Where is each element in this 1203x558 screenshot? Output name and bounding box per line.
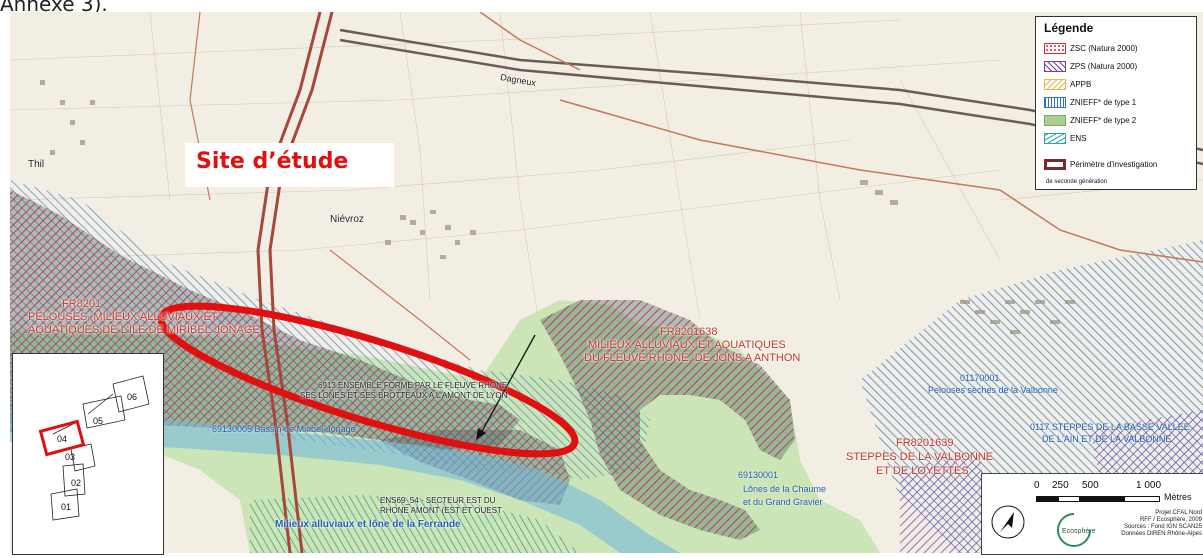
legend-swatch-zsc (1044, 42, 1066, 54)
steppes-zps (900, 450, 990, 553)
label-thil: Thil (28, 159, 45, 170)
annex-strip: Annexe 3). (0, 0, 1203, 12)
scale-tick-1000: 1 000 (1136, 480, 1162, 491)
annex-text: Annexe 3). (0, 0, 108, 12)
scale-credits-box: 0 250 500 1 000 Mètres Ecosphère Projet … (981, 473, 1203, 555)
credit-line-1: Projet CFAL Nord (1155, 510, 1202, 516)
scale-bar-seg-4 (1124, 496, 1160, 502)
legend-item-znieff1: ZNIEFF* de type 1 (1044, 95, 1136, 109)
label-fr8201639-code: FR8201639 (896, 437, 954, 449)
label-fr8201639-1: STEPPES DE LA VALBONNE (846, 451, 994, 463)
inset-label-04: 04 (57, 434, 67, 444)
inset-label-02: 02 (71, 478, 81, 488)
legend-item-appb: APPB (1044, 77, 1091, 91)
legend-swatch-zps (1044, 60, 1066, 72)
legend-label-perimetre: Périmètre d'investigation (1070, 159, 1158, 169)
label-fr8201639-2: ET DE LOYETTES (876, 465, 969, 477)
credit-line-3: Sources : Fond IGN SCAN25 (1123, 524, 1202, 530)
pointer-arrow-head (476, 428, 486, 440)
label-lones-2: et du Grand Gravier (743, 497, 823, 507)
legend-label-appb: APPB (1070, 79, 1092, 89)
scale-bar-seg-1 (1036, 496, 1058, 502)
legend-footnote: de seconde génération (1046, 179, 1108, 185)
north-arrow-icon (991, 505, 1025, 539)
ecosphere-logo-text: Ecosphère (1062, 528, 1096, 535)
label-milieux-ferrande: Milieux alluviaux et lône de la Ferrande (275, 519, 461, 530)
scale-tick-250: 250 (1052, 480, 1069, 491)
label-fr8201-name-1: PELOUSES, MILIEUX ALLUVIAUX ET (28, 311, 218, 323)
legend-item-zps: ZPS (Natura 2000) (1044, 59, 1137, 73)
legend-swatch-appb (1044, 78, 1066, 90)
label-fr8201-code: FR8201 (62, 298, 102, 310)
site-label-box (185, 143, 394, 187)
inset-label-06: 06 (127, 392, 137, 402)
scale-unit: Mètres (1164, 492, 1192, 502)
label-fr8201638-code: FR8201638 (660, 326, 718, 338)
label-fr8201-name-2: AQUATIQUES DE L'ILE DE MIRIBEL-JONAGE (28, 324, 260, 336)
label-fr8201638-name-1: MILIEUX ALLUVIAUX ET AQUATIQUES (588, 339, 786, 351)
map-credits: Projet CFAL Nord RFF / Ecosphère, 2009 S… (1121, 510, 1202, 538)
label-znieff-6913-1: 6913 ENSEMBLE FORME PAR LE FLEUVE RHONE, (318, 381, 510, 390)
label-steppes-name: DE L'AIN ET DE LA VALBONNE (1042, 434, 1172, 444)
legend-label-znieff2: ZNIEFF* de type 2 (1070, 115, 1137, 125)
zsc-east-area (540, 300, 795, 540)
inset-label-05: 05 (93, 416, 103, 426)
built-area (40, 80, 1075, 334)
legend-label-zps: ZPS (Natura 2000) (1070, 61, 1138, 71)
rhone-river (10, 410, 680, 553)
label-valbonne-code: 01170001 (960, 373, 1000, 383)
legend-label-zsc: ZSC (Natura 2000) (1070, 43, 1138, 53)
map-legend: Légende ZSC (Natura 2000) ZPS (Natura 20… (1035, 16, 1197, 190)
scale-bar-seg-3 (1080, 496, 1124, 502)
study-site-ellipse (157, 302, 579, 458)
label-ens69-2: RHONE AMONT (EST ET OUEST (380, 506, 502, 515)
inset-label-03: 03 (65, 452, 75, 462)
scale-bar-seg-2 (1058, 496, 1080, 502)
site-label: Site d’étude (196, 149, 349, 174)
scale-tick-500: 500 (1082, 480, 1099, 491)
inset-locator-map: 06 05 04 03 02 01 (12, 353, 164, 555)
legend-swatch-znieff1 (1044, 96, 1066, 108)
label-znieff-6913-2: SES LONES ET SES BROTTEAUX A L'AMONT DE … (300, 391, 508, 400)
label-bassin: 69130005 Bassin de Miribel-Jonage (212, 424, 356, 434)
legend-title: Légende (1044, 21, 1094, 35)
legend-item-ens: ENS (1044, 131, 1086, 145)
legend-item-perimetre: Périmètre d'investigation (1044, 157, 1157, 171)
scale-tick-0: 0 (1034, 480, 1040, 491)
pointer-arrow (479, 334, 536, 436)
credit-line-4: Données DIREN Rhône-Alpes (1121, 531, 1202, 537)
steppes-zsc (1090, 410, 1203, 480)
label-valbonne-name: Pelouses sèches de la Valbonne (928, 385, 1058, 395)
legend-item-znieff2: ZNIEFF* de type 2 (1044, 113, 1136, 127)
credit-line-2: RFF / Ecosphère, 2009 (1139, 517, 1202, 523)
map-canvas (10, 12, 1203, 553)
label-lones-1: Lônes de la Chaume (743, 484, 827, 494)
legend-item-zsc: ZSC (Natura 2000) (1044, 41, 1138, 55)
label-fr8201638-name-2: DU FLEUVE RHONE, DE JONS A ANTHON (584, 352, 801, 364)
legend-label-ens: ENS (1070, 133, 1087, 143)
legend-swatch-perimetre (1044, 158, 1066, 170)
inset-svg: 06 05 04 03 02 01 (38, 375, 150, 521)
ecosphere-logo-icon (1057, 513, 1091, 547)
ens-area (250, 495, 580, 553)
inset-label-01: 01 (61, 502, 71, 512)
legend-swatch-ens (1044, 132, 1066, 144)
label-steppes-code: 0117 STEPPES DE LA BASSE VALLEE (1030, 422, 1190, 432)
label-ens69-1: ENS69_54 - SECTEUR EST DU (380, 496, 496, 505)
label-lones-code: 69130001 (738, 470, 779, 480)
legend-label-znieff1: ZNIEFF* de type 1 (1070, 97, 1137, 107)
legend-swatch-znieff2 (1044, 114, 1066, 126)
label-nievroz: Niévroz (330, 214, 364, 225)
